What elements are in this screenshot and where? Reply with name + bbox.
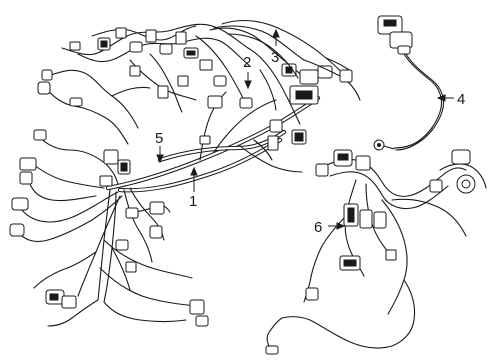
transmission-harness-part	[265, 149, 487, 355]
callout-4: 4	[457, 91, 465, 108]
sensor-cable-part	[373, 15, 445, 151]
callout-1: 1	[189, 193, 197, 210]
callout-6: 6	[314, 219, 322, 236]
upper-harness-part	[213, 25, 361, 101]
callout-2: 2	[243, 54, 251, 71]
callout-5: 5	[155, 130, 163, 147]
main-harness-part	[9, 19, 351, 327]
callout-3: 3	[271, 49, 279, 66]
callout-leaders	[156, 28, 454, 230]
callout-labels: 1 2 3 4 5 6	[155, 49, 465, 236]
